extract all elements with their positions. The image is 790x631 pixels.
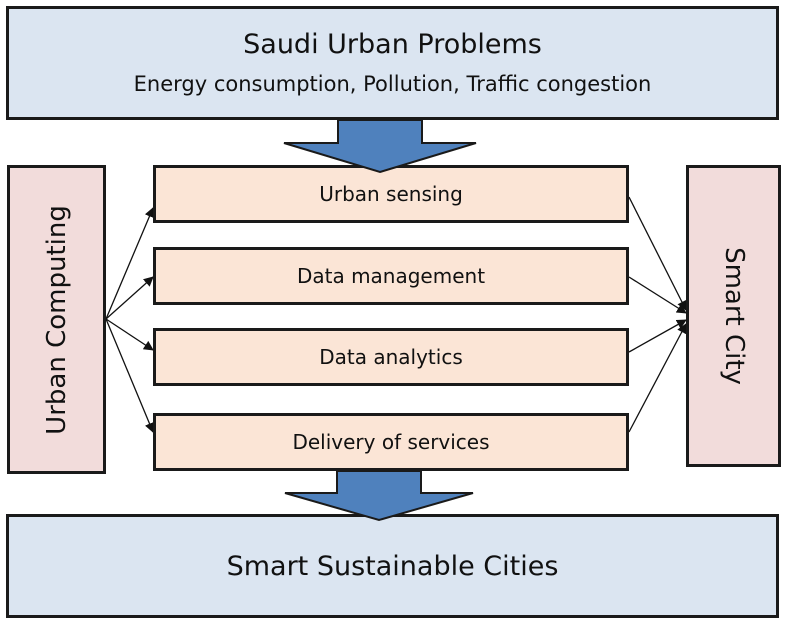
smart-city-label: Smart City	[718, 247, 749, 385]
step-label: Delivery of services	[292, 430, 490, 454]
step-data-analytics: Data analytics	[153, 328, 629, 386]
connector-left-to-urban-sensing	[105, 207, 155, 320]
urban-problems-title: Saudi Urban Problems	[243, 29, 542, 61]
urban-computing-box: Urban Computing	[7, 165, 106, 474]
step-label: Data analytics	[319, 345, 463, 369]
step-urban-sensing: Urban sensing	[153, 165, 629, 223]
smart-city-box: Smart City	[686, 165, 781, 467]
smart-sustainable-cities-label: Smart Sustainable Cities	[226, 550, 559, 582]
urban-computing-label: Urban Computing	[41, 204, 72, 435]
smart-sustainable-cities-box: Smart Sustainable Cities	[6, 514, 779, 618]
step-delivery-of-services: Delivery of services	[153, 413, 629, 471]
urban-problems-subtitle: Energy consumption, Pollution, Traffic c…	[133, 71, 652, 96]
urban-problems-box: Saudi Urban Problems Energy consumption,…	[6, 6, 779, 120]
step-label: Data management	[296, 264, 486, 288]
connector-urban-sensing-to-right	[628, 196, 687, 311]
connector-data-analytics-to-right	[628, 319, 687, 353]
connector-delivery-to-right	[628, 323, 687, 433]
connector-left-to-data-analytics	[105, 318, 154, 351]
step-label: Urban sensing	[319, 182, 463, 206]
connector-left-to-data-management	[105, 276, 154, 320]
connector-left-to-delivery	[105, 318, 155, 433]
connector-data-management-to-right	[628, 276, 687, 314]
step-data-management: Data management	[153, 247, 629, 305]
down-arrow-bottom	[284, 470, 474, 522]
